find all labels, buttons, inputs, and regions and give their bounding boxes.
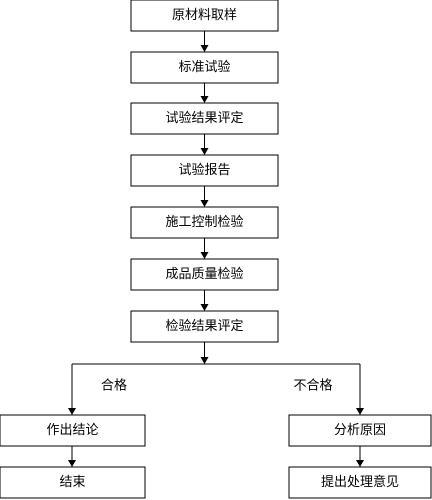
node-test-evaluation: 试验结果评定: [130, 102, 279, 135]
node-test-report: 试验报告: [130, 154, 279, 187]
edge-test-evaluation-to-test-report: [200, 134, 209, 155]
edge-construction-to-product-inspection: [200, 238, 209, 259]
node-inspection-evaluation-label: 检验结果评定: [165, 318, 243, 334]
node-end-label: 结束: [59, 475, 85, 490]
node-conclusion-label: 作出结论: [46, 423, 98, 438]
node-analyze-cause-label: 分析原因: [334, 423, 386, 438]
node-propose-handling: 提出处理意见: [288, 466, 432, 499]
edge-split-to-analyze-cause: [356, 364, 364, 415]
edge-split-to-conclusion: [68, 364, 76, 415]
edge-standard-test-to-test-evaluation: [200, 83, 209, 103]
node-standard-test-label: 标准试验: [178, 59, 230, 75]
node-product-inspection: 成品质量检验: [130, 258, 279, 291]
edge-test-report-to-construction-inspection: [200, 186, 209, 207]
edge-conclusion-to-end: [68, 446, 76, 467]
node-propose-handling-label: 提出处理意见: [321, 474, 399, 490]
node-product-inspection-label: 成品质量检验: [165, 266, 243, 282]
node-sampling-label: 原材料取样: [172, 8, 237, 23]
node-end: 结束: [0, 466, 146, 499]
node-test-report-label: 试验报告: [178, 162, 230, 178]
node-construction-inspection-label: 施工控制检验: [165, 214, 243, 230]
branch-label-qualified: 合格: [101, 378, 127, 394]
node-construction-inspection: 施工控制检验: [130, 206, 279, 239]
node-test-evaluation-label: 试验结果评定: [165, 110, 243, 126]
edge-analyze-to-propose: [356, 446, 364, 467]
edge-inspection-evaluation-to-split: [200, 342, 209, 364]
edge-sampling-to-standard-test: [200, 31, 209, 52]
node-sampling: 原材料取样: [130, 0, 279, 32]
node-inspection-evaluation: 检验结果评定: [130, 310, 279, 343]
edge-product-to-inspection-evaluation: [200, 290, 209, 311]
node-standard-test: 标准试验: [130, 51, 279, 84]
node-conclusion: 作出结论: [0, 414, 146, 447]
branch-label-unqualified: 不合格: [293, 378, 332, 394]
node-analyze-cause: 分析原因: [288, 414, 432, 447]
